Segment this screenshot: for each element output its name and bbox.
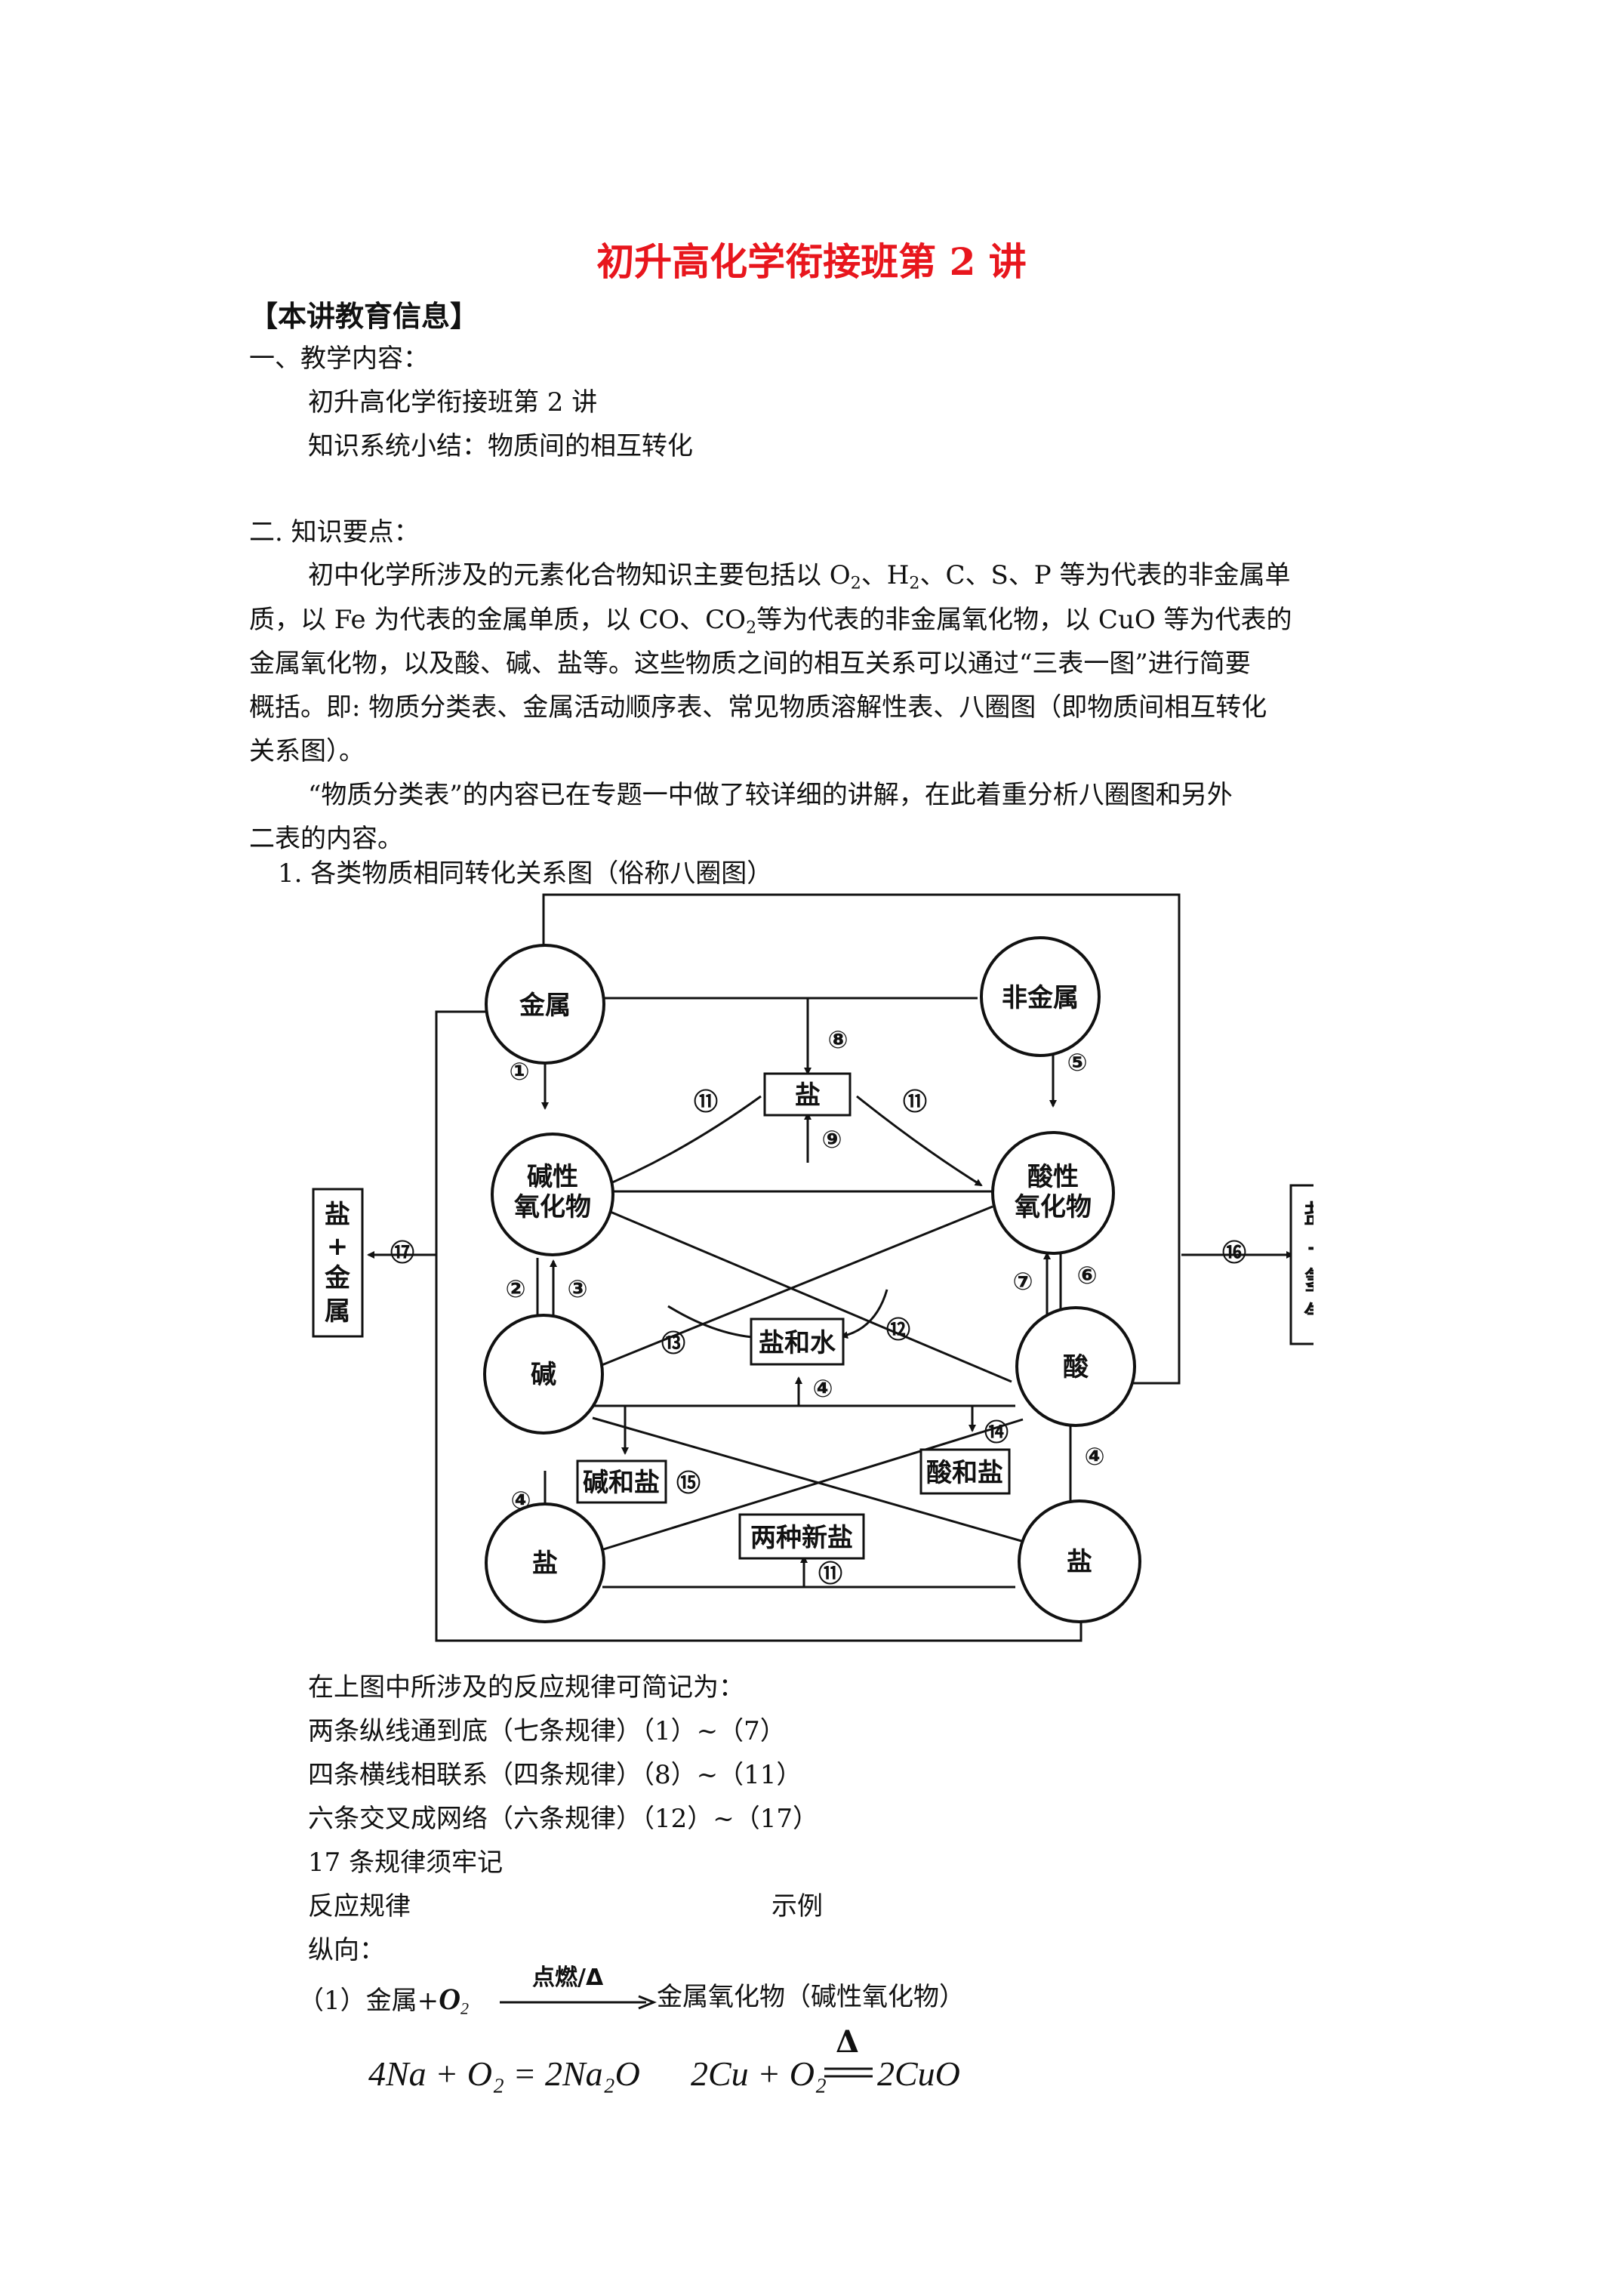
svg-text:碱和盐: 碱和盐 — [583, 1468, 660, 1498]
section1-item1: 初升高化学衔接班第 2 讲 — [308, 387, 598, 418]
svg-text:属: 属 — [325, 1296, 350, 1327]
rules-intro: 在上图中所涉及的反应规律可简记为： — [308, 1672, 744, 1703]
paragraph-line: 金属氧化物，以及酸、碱、盐等。这些物质之间的相互关系可以通过“三表一图”进行简要 — [249, 649, 1251, 679]
box-salt-hydrogen — [1289, 1184, 1313, 1345]
node-metal — [485, 944, 605, 1065]
node-base — [483, 1314, 604, 1435]
reaction-condition: 点燃/Δ — [532, 1965, 604, 1991]
heat-symbol: Δ — [836, 2024, 860, 2060]
reaction-arrow — [500, 1995, 657, 2010]
arrow-11-right — [856, 1095, 983, 1187]
arrow-12 — [840, 1289, 888, 1339]
svg-text:⑪: ⑪ — [818, 1559, 842, 1588]
svg-text:④: ④ — [812, 1374, 833, 1403]
svg-text:②: ② — [505, 1274, 525, 1303]
box-salt-top — [763, 1072, 852, 1117]
paragraph-line: 概括。即: 物质分类表、金属活动顺序表、常见物质溶解性表、八圈图（即物质间相互转… — [249, 692, 1267, 723]
node-salt-left — [485, 1502, 605, 1623]
svg-text:+: + — [327, 1231, 349, 1262]
info-header: 【本讲教育信息】 — [249, 299, 479, 333]
equation-sodium: 4Na + O₂ = 2Na₂O — [368, 2054, 640, 2093]
svg-text:⑬: ⑬ — [661, 1329, 685, 1358]
equals-sign — [824, 2067, 873, 2078]
box-salt-metal — [312, 1188, 364, 1338]
svg-text:盐: 盐 — [1304, 1200, 1313, 1230]
svg-text:⑮: ⑮ — [676, 1469, 701, 1497]
svg-text:⑪: ⑪ — [903, 1087, 927, 1116]
svg-text:⑥: ⑥ — [1076, 1261, 1097, 1290]
svg-text:⑧: ⑧ — [827, 1025, 848, 1054]
svg-text:⑯: ⑯ — [1222, 1238, 1246, 1267]
svg-text:⑦: ⑦ — [1012, 1267, 1033, 1296]
svg-text:⑫: ⑫ — [886, 1315, 910, 1344]
section1-heading: 一、教学内容： — [249, 344, 429, 374]
section1-item2: 知识系统小结：物质间的相互转化 — [308, 431, 693, 461]
node-acidic-oxide — [991, 1131, 1115, 1255]
box-acid-salt — [919, 1448, 1011, 1495]
svg-text:①: ① — [509, 1057, 529, 1086]
box-salt-water — [750, 1318, 845, 1366]
paragraph-line: 初中化学所涉及的元素化合物知识主要包括以 O2、H2、C、S、P 等为代表的非金… — [308, 560, 1291, 593]
svg-text:⑤: ⑤ — [1067, 1048, 1087, 1077]
vertical-label: 纵向： — [308, 1935, 385, 1965]
arrow-11-left — [595, 1095, 762, 1191]
svg-text:气: 气 — [1303, 1301, 1313, 1331]
svg-text:氧化物: 氧化物 — [514, 1192, 591, 1222]
svg-text:盐: 盐 — [325, 1200, 350, 1230]
figure-caption: 1. 各类物质相同转化关系图（俗称八圈图） — [278, 858, 773, 889]
svg-text:非金属: 非金属 — [1002, 983, 1079, 1013]
paragraph-line: “物质分类表”的内容已在专题一中做了较详细的讲解，在此着重分析八圈图和另外 — [308, 780, 1233, 810]
paragraph-line: 关系图）。 — [249, 736, 365, 766]
svg-text:盐: 盐 — [532, 1549, 558, 1579]
paragraph-line: 二表的内容。 — [249, 824, 403, 854]
node-nonmetal — [980, 936, 1101, 1057]
page-title: 初升高化学衔接班第 2 讲 — [596, 239, 1027, 284]
paragraph-line: 质，以 Fe 为代表的金属单质，以 CO、CO2等为代表的非金属氧化物，以 Cu… — [249, 605, 1292, 638]
svg-text:酸和盐: 酸和盐 — [926, 1458, 1003, 1488]
column-header-rule: 反应规律 — [308, 1891, 411, 1922]
svg-text:碱: 碱 — [531, 1360, 556, 1390]
node-salt-right — [1018, 1499, 1141, 1623]
svg-text:盐: 盐 — [795, 1080, 821, 1111]
svg-text:碱性: 碱性 — [527, 1162, 578, 1192]
svg-text:⑰: ⑰ — [390, 1238, 414, 1267]
equation-copper-right: 2CuO — [877, 2054, 960, 2093]
rule-line: 六条交叉成网络（六条规律）（12）~（17） — [308, 1804, 819, 1834]
equation-copper-left: 2Cu + O₂ — [691, 2054, 827, 2093]
section2-heading: 二. 知识要点： — [249, 517, 420, 547]
svg-text:盐和水: 盐和水 — [759, 1328, 836, 1358]
svg-text:金: 金 — [324, 1263, 351, 1293]
svg-text:氧化物: 氧化物 — [1015, 1192, 1092, 1222]
svg-text:⑭: ⑭ — [984, 1418, 1009, 1447]
box-base-salt — [576, 1459, 667, 1504]
box-two-new-salts — [738, 1513, 865, 1560]
svg-text:⑪: ⑪ — [694, 1087, 718, 1116]
svg-text:④: ④ — [1084, 1442, 1104, 1471]
svg-text:盐: 盐 — [1067, 1547, 1092, 1577]
svg-text:酸: 酸 — [1063, 1352, 1089, 1382]
svg-text:两种新盐: 两种新盐 — [750, 1523, 853, 1553]
svg-text:酸性: 酸性 — [1027, 1162, 1079, 1192]
svg-text:⑨: ⑨ — [821, 1125, 842, 1154]
rule1-result: 金属氧化物（碱性氧化物） — [657, 1982, 965, 2012]
node-acid — [1015, 1306, 1136, 1427]
svg-text:+: + — [1306, 1233, 1313, 1263]
rule1-line: （1）金属+O2 — [298, 1982, 470, 2018]
column-header-example: 示例 — [771, 1891, 823, 1922]
outer-line-left — [435, 1010, 1083, 1642]
svg-text:④: ④ — [510, 1486, 531, 1515]
rule-line: 两条纵线通到底（七条规律）（1）~（7） — [308, 1716, 786, 1746]
svg-text:金属: 金属 — [519, 991, 571, 1021]
rule-line: 四条横线相联系（四条规律）（8）~（11） — [308, 1760, 802, 1790]
svg-text:氢: 氢 — [1304, 1266, 1313, 1296]
eight-circle-diagram: 金属 非金属 碱性 氧化物 酸性 氧化物 碱 酸 盐 盐 盐 盐和水 碱和盐 酸… — [312, 893, 1313, 1642]
svg-text:③: ③ — [567, 1274, 587, 1303]
rule-line: 17 条规律须牢记 — [308, 1848, 504, 1878]
outer-line-top — [542, 893, 1181, 1385]
node-basic-oxide — [491, 1133, 614, 1256]
